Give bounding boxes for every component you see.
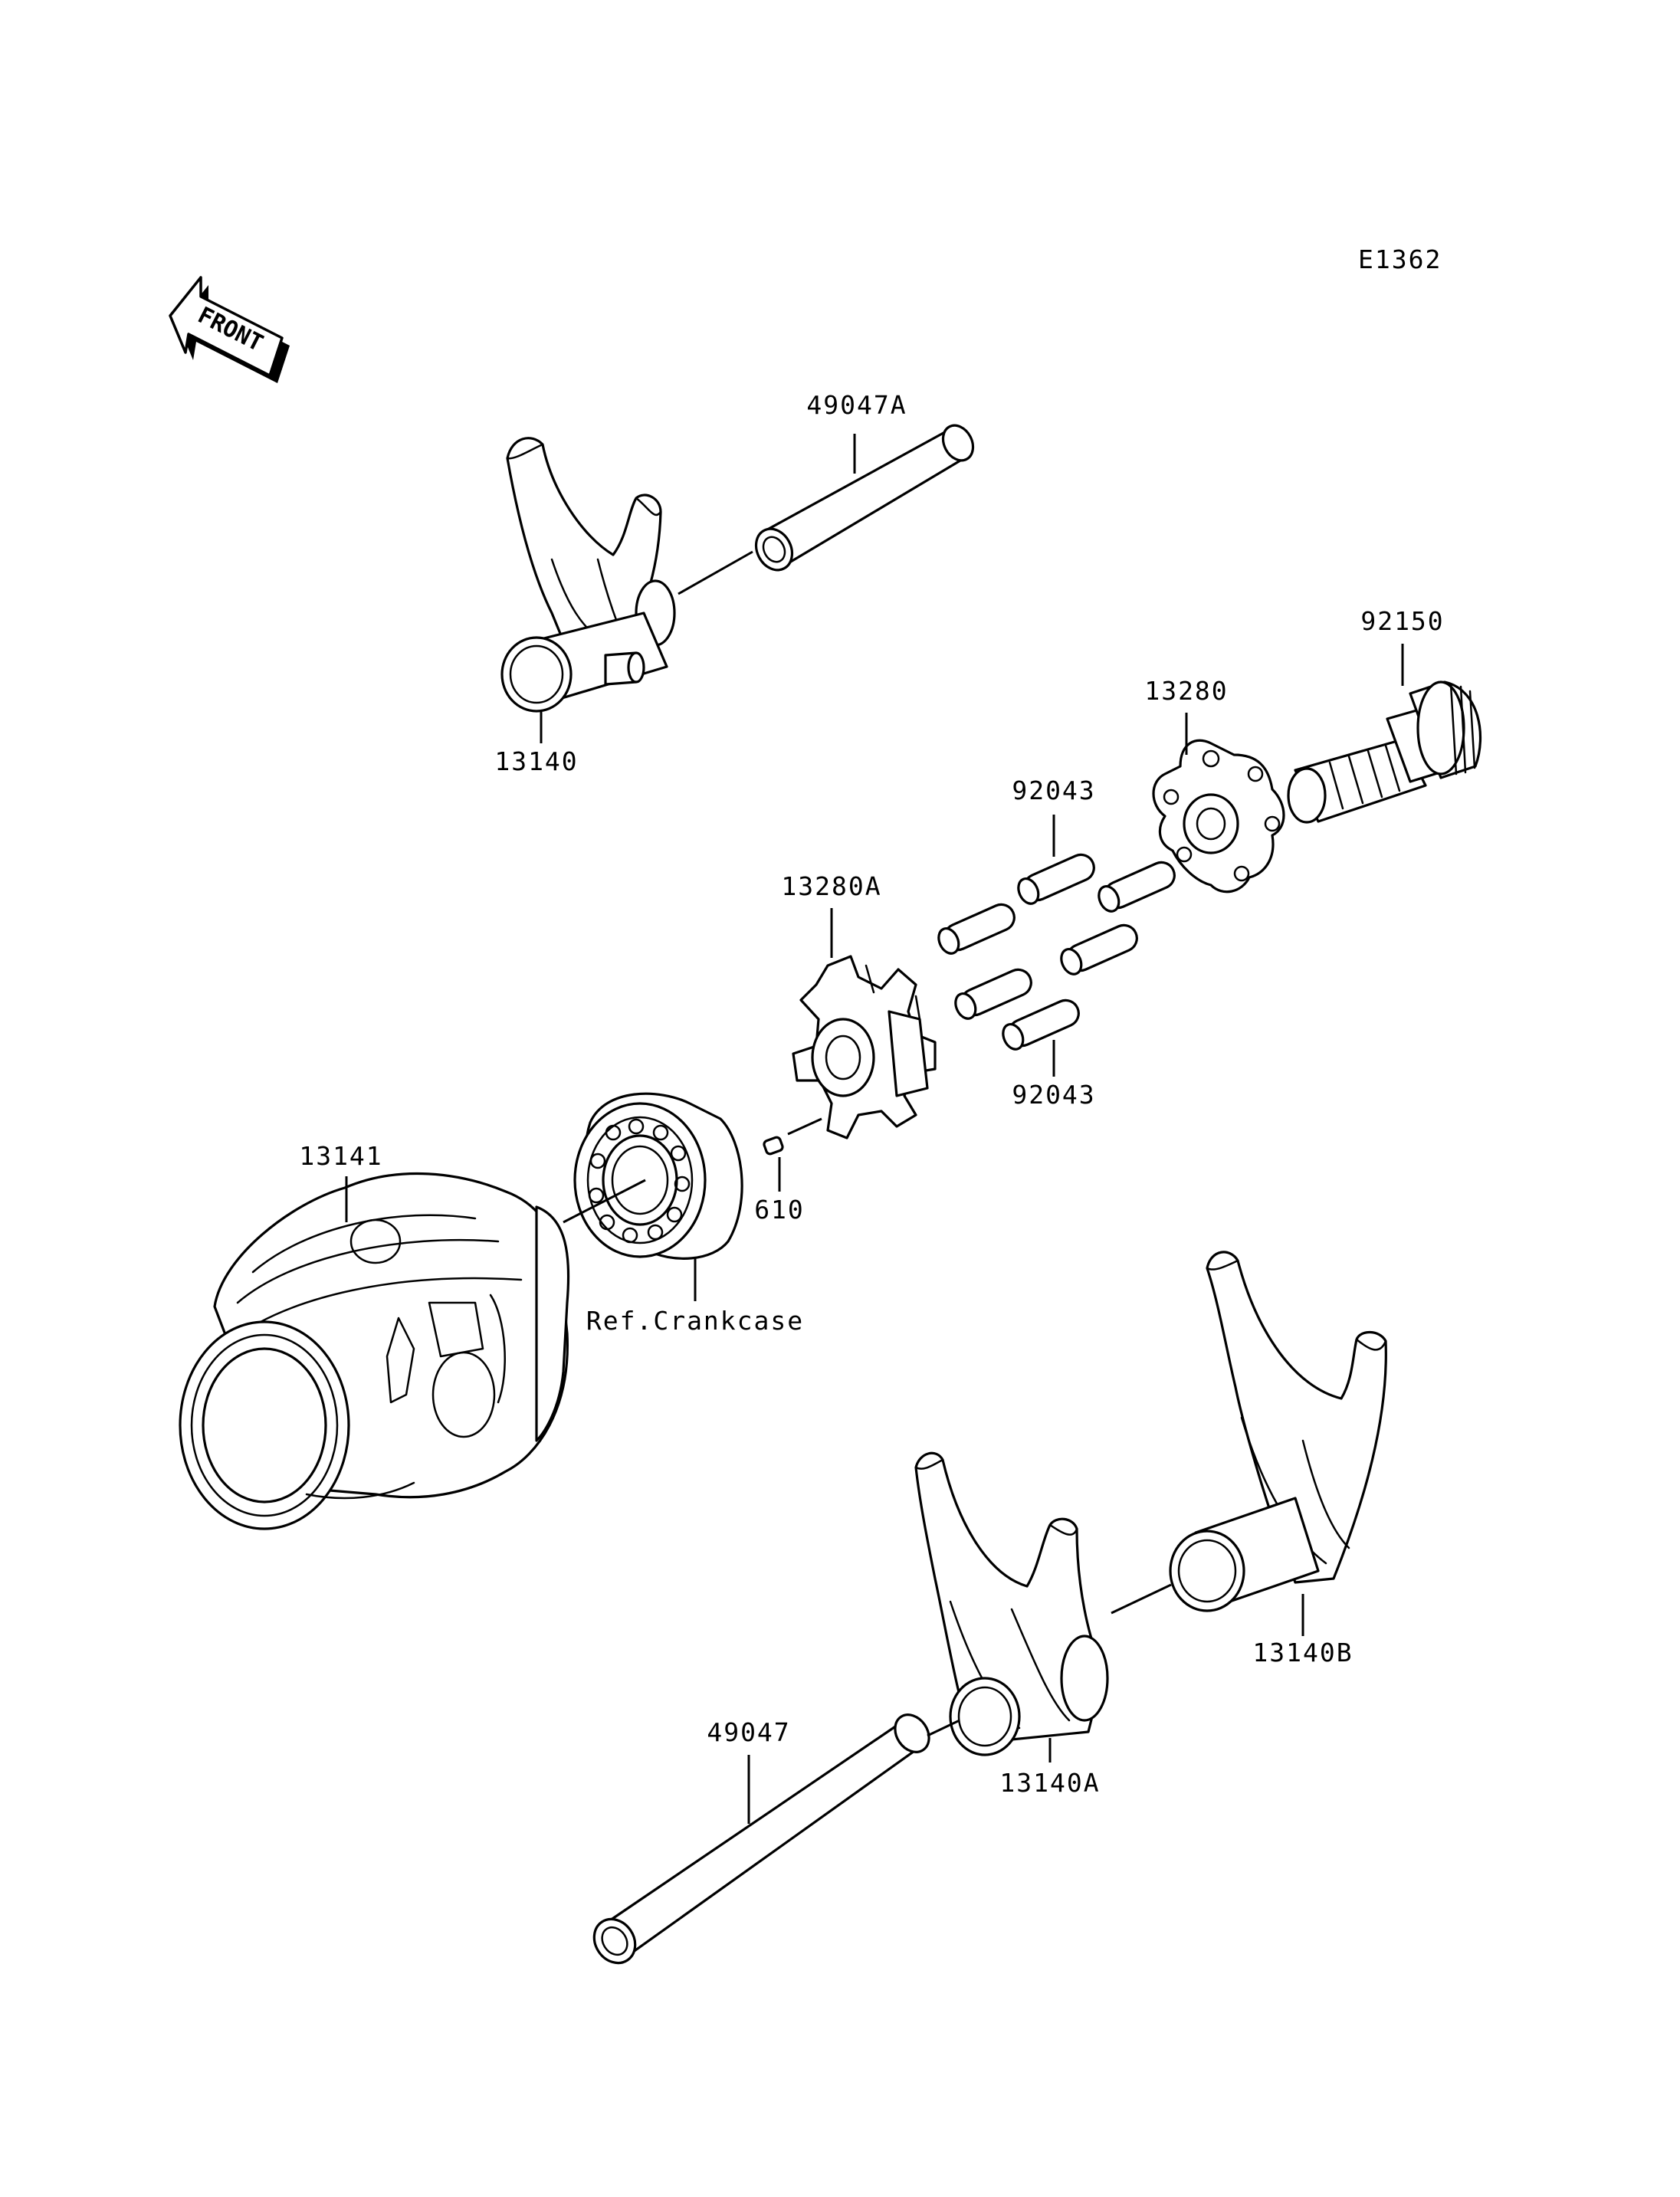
pins-92043[interactable] (935, 851, 1179, 1052)
pin-plate-13280[interactable] (1152, 739, 1285, 894)
shaft-49047A[interactable] (749, 420, 979, 576)
bolt-92150[interactable] (1287, 680, 1482, 824)
label-610: 610 (754, 1195, 805, 1225)
label-13141: 13141 (299, 1141, 382, 1171)
front-arrow-icon: FRONT (169, 276, 290, 383)
label-13280: 13280 (1144, 676, 1228, 706)
label-92150: 92150 (1360, 606, 1444, 636)
label-92043-top: 92043 (1012, 776, 1095, 805)
shift-drum-13141[interactable] (179, 1172, 570, 1530)
label-92043-bottom: 92043 (1012, 1080, 1095, 1110)
label-49047: 49047 (707, 1717, 790, 1747)
label-13140: 13140 (494, 746, 578, 776)
label-13280A: 13280A (781, 871, 881, 901)
shift-fork-13140B[interactable] (1169, 1251, 1387, 1612)
label-ref-crankcase: Ref.Crankcase (586, 1306, 804, 1336)
bearing-ref-crankcase[interactable] (573, 1092, 743, 1260)
shift-fork-13140[interactable] (500, 437, 676, 713)
label-13140B: 13140B (1252, 1638, 1353, 1667)
label-13140A: 13140A (999, 1768, 1100, 1798)
shaft-49047[interactable] (586, 1708, 936, 1971)
shift-fork-13140A[interactable] (914, 1451, 1109, 1756)
diagram-code: E1362 (1358, 244, 1442, 274)
pin-610[interactable] (763, 1136, 784, 1156)
label-49047A: 49047A (806, 390, 907, 420)
gear-plate-13280A[interactable] (792, 955, 937, 1139)
